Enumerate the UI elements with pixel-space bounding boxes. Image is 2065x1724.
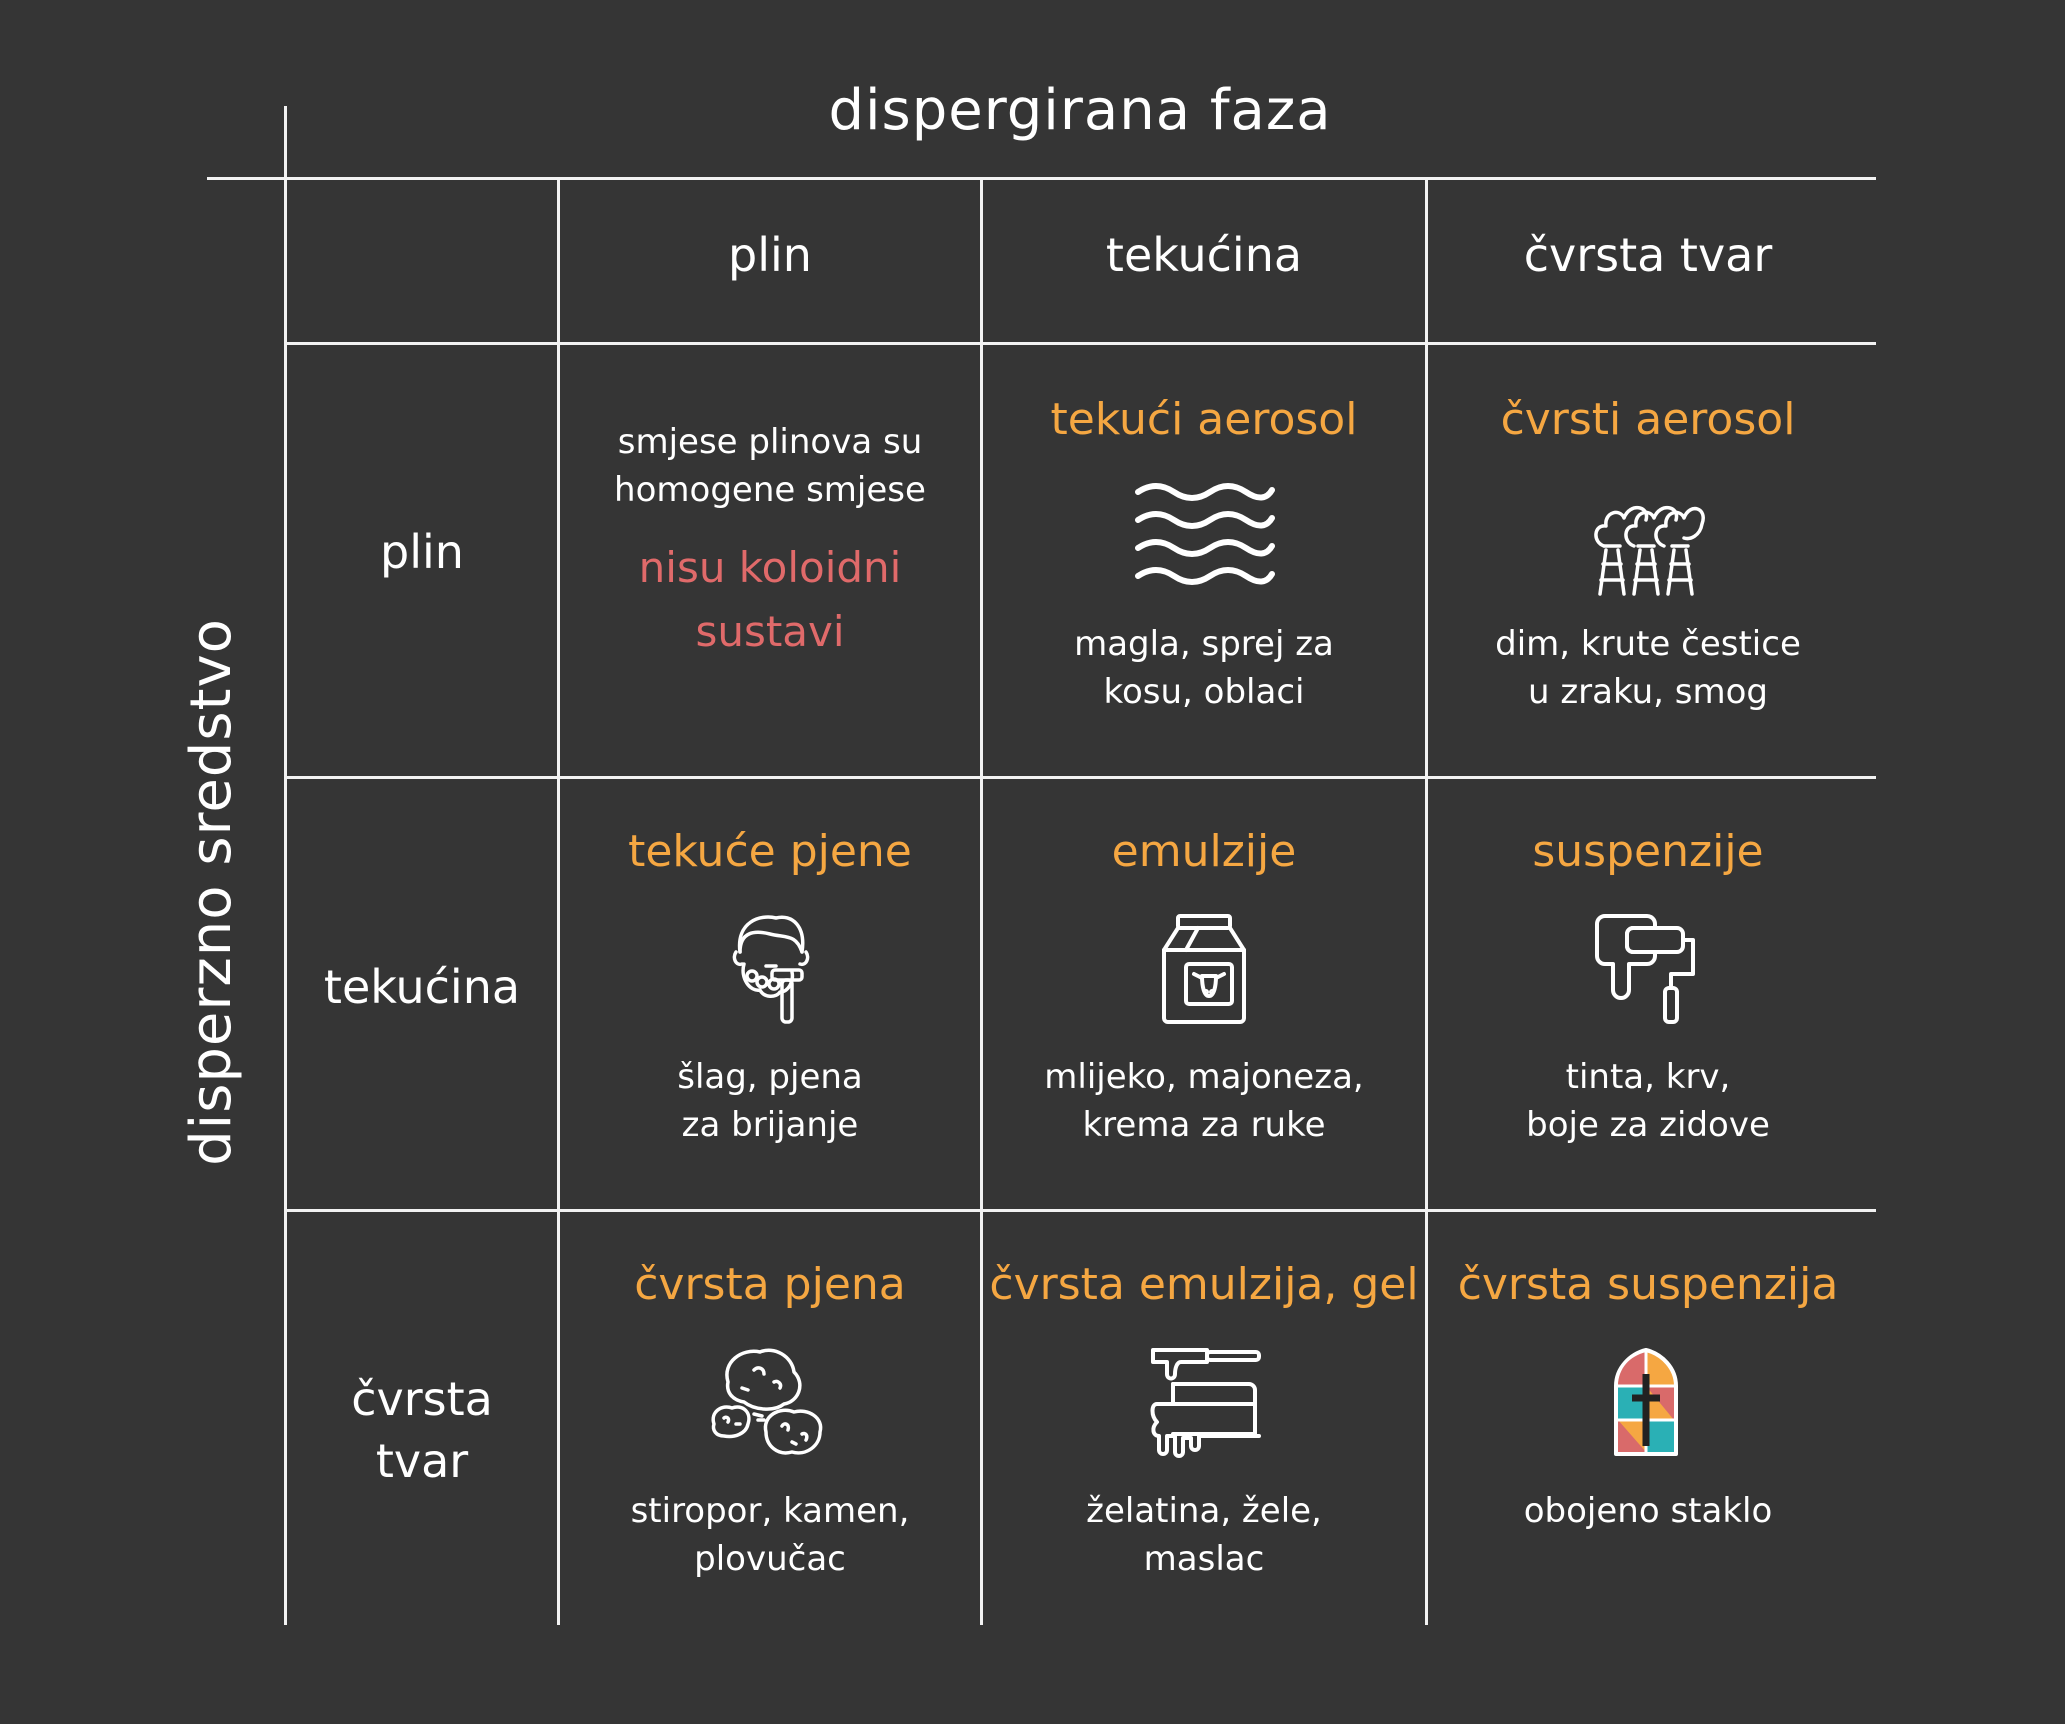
cell-desc-line2: krema za ruke — [1082, 1105, 1326, 1145]
cell-desc-emulzije: mlijeko, majoneza, krema za ruke — [983, 1053, 1425, 1149]
cell-desc-line2: u zraku, smog — [1527, 672, 1769, 712]
cell-desc-cvrsta-emulzija-gel: želatina, žele, maslac — [983, 1487, 1425, 1583]
grid-line-axis — [284, 106, 287, 1625]
grid-line-col1 — [557, 177, 560, 1625]
cell-desc-line2: za brijanje — [681, 1105, 859, 1145]
cell-title-cvrsta-emulzija-gel: čvrsta emulzija, gel — [989, 1259, 1419, 1310]
grid-line-top — [207, 177, 1876, 180]
cell-desc-line1: šlag, pjena — [677, 1057, 863, 1097]
column-header-cvrsta-tvar: čvrsta tvar — [1523, 228, 1773, 282]
not-colloid-note-line1: nisu koloidni — [638, 543, 902, 592]
cell-desc-suspenzije: tinta, krv, boje za zidove — [1428, 1053, 1868, 1149]
cell-desc-line1: obojeno staklo — [1523, 1491, 1773, 1531]
cell-title-cvrsta-suspenzija: čvrsta suspenzija — [1457, 1259, 1839, 1310]
cell-desc-line2: homogene smjese — [614, 470, 926, 510]
column-header-plin: plin — [728, 228, 812, 282]
cell-desc-line1: želatina, žele, — [1086, 1491, 1322, 1531]
cell-title-suspenzije: suspenzije — [1532, 826, 1764, 877]
grid-line-row1 — [285, 776, 1876, 779]
paint-roller-icon — [1593, 912, 1699, 1026]
cell-desc-line2: maslac — [1143, 1539, 1265, 1579]
butter-knife-icon — [1145, 1346, 1265, 1458]
grid-line-col3 — [1425, 177, 1428, 1625]
cell-desc-cvrsti-aerosol: dim, krute čestice u zraku, smog — [1428, 620, 1868, 716]
cell-desc-line1: smjese plinova su — [617, 422, 923, 462]
side-axis-title: disperzno sredstvo — [179, 618, 244, 1166]
cell-desc-line2: boje za zidove — [1526, 1105, 1770, 1145]
cell-desc-line1: magla, sprej za — [1074, 624, 1334, 664]
milk-carton-icon — [1158, 912, 1250, 1026]
cell-desc-line1: stiropor, kamen, — [630, 1491, 910, 1531]
row-header-plin: plin — [380, 525, 464, 579]
fog-waves-icon — [1130, 478, 1280, 596]
row-header-tekucina: tekućina — [323, 960, 521, 1014]
stained-glass-icon — [1610, 1346, 1682, 1460]
grid-line-header — [285, 342, 1876, 345]
row-header-cvrsta-tvar: čvrsta tvar — [351, 1372, 493, 1488]
cell-desc-tekuce-pjene: šlag, pjena za brijanje — [560, 1053, 980, 1149]
shaving-man-icon — [730, 912, 814, 1026]
top-axis-title: dispergirana faza — [828, 78, 1332, 143]
cell-title-cvrsta-pjena: čvrsta pjena — [634, 1259, 906, 1310]
cell-desc-line1: dim, krute čestice — [1495, 624, 1801, 664]
grid-line-col2 — [980, 177, 983, 1625]
factory-smoke-icon — [1590, 484, 1706, 598]
not-colloid-note-line2: sustavi — [695, 607, 845, 656]
rocks-icon — [708, 1346, 836, 1458]
cell-desc-cvrsta-pjena: stiropor, kamen, plovučac — [560, 1487, 980, 1583]
cell-title-tekuce-pjene: tekuće pjene — [628, 826, 912, 877]
cell-title-cvrsti-aerosol: čvrsti aerosol — [1500, 394, 1796, 445]
cell-desc-line2: kosu, oblaci — [1103, 672, 1305, 712]
cell-desc-line1: mlijeko, majoneza, — [1044, 1057, 1364, 1097]
grid-line-row2 — [285, 1209, 1876, 1212]
cell-desc-line1: tinta, krv, — [1565, 1057, 1731, 1097]
cell-title-emulzije: emulzije — [1111, 826, 1297, 877]
column-header-tekucina: tekućina — [1105, 228, 1303, 282]
cell-desc-tekuci-aerosol: magla, sprej za kosu, oblaci — [983, 620, 1425, 716]
cell-plin-plin: smjese plinova su homogene smjese nisu k… — [560, 418, 980, 664]
cell-desc-cvrsta-suspenzija: obojeno staklo — [1428, 1487, 1868, 1535]
cell-title-tekuci-aerosol: tekući aerosol — [1050, 394, 1358, 445]
cell-desc-line2: plovučac — [694, 1539, 846, 1579]
